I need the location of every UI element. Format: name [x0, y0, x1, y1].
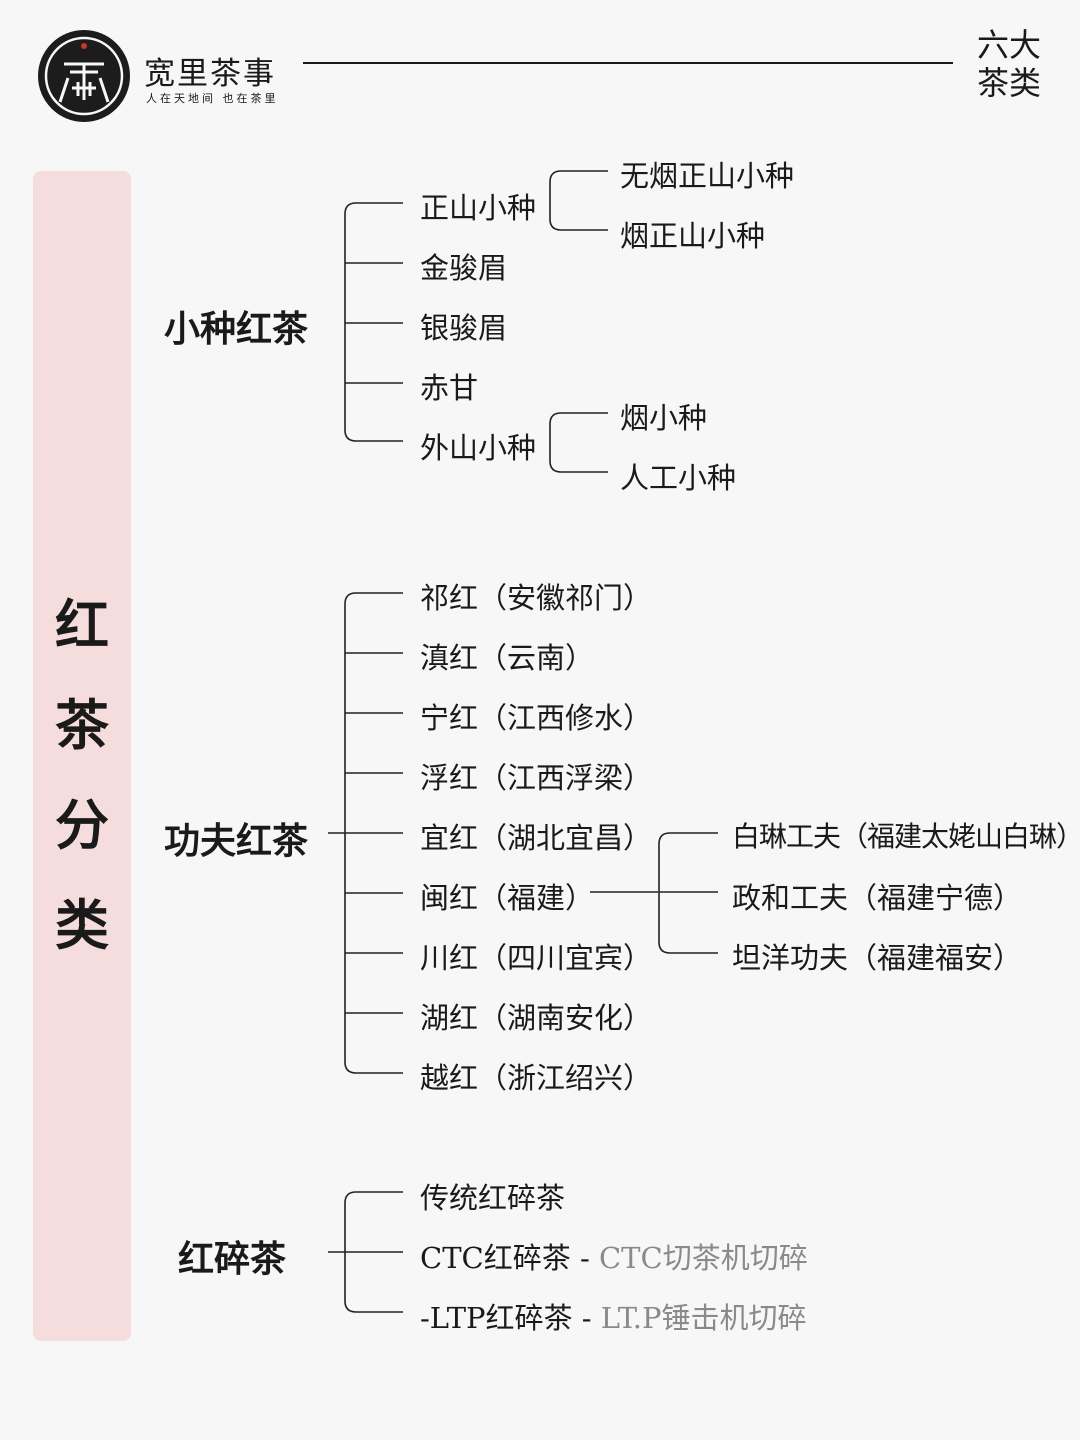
tree-subitem: 白琳工夫（福建太姥山白琳）: [732, 820, 1080, 853]
tree-item: 越红（浙江绍兴）: [420, 1061, 653, 1095]
tree-item-note: LT.P锤击机切碎: [600, 1301, 807, 1335]
tree-item: 正山小种: [420, 191, 537, 225]
tree-item: 宜红（湖北宜昌）: [420, 821, 653, 855]
tree-item: 闽红（福建）: [420, 881, 595, 915]
tree-item-note: CTC切茶机切碎: [598, 1241, 808, 1275]
tree-item: 宁红（江西修水）: [420, 701, 653, 735]
tree-subitem: 坦洋功夫（福建福安）: [732, 941, 1023, 975]
header-divider: [303, 62, 953, 64]
category-title: 小种红茶: [164, 308, 309, 350]
side-band: [33, 171, 131, 1341]
category-title: 红碎茶: [178, 1238, 287, 1280]
tree-item: CTC红碎茶 - CTC切茶机切碎: [420, 1235, 808, 1277]
logo-mark-icon: [44, 36, 124, 116]
tree-item: 银骏眉: [420, 311, 508, 345]
side-title: 红 茶 分 类: [55, 593, 109, 957]
tree-item: 金骏眉: [420, 251, 508, 285]
tree-item-label: -LTP红碎茶 -: [420, 1301, 601, 1335]
tree-item: 湖红（湖南安化）: [420, 1001, 653, 1035]
tree-item: 赤甘: [420, 371, 479, 405]
brand-logo: [38, 30, 130, 122]
tree-item-label: CTC红碎茶 -: [420, 1241, 599, 1275]
tree-subitem: 无烟正山小种: [620, 159, 795, 193]
tree-subitem: 人工小种: [620, 461, 737, 495]
tree-subitem: 政和工夫（福建宁德）: [732, 881, 1023, 915]
tree-item: 滇红（云南）: [420, 641, 595, 675]
tree-item: 外山小种: [420, 431, 537, 465]
tree-item: 祁红（安徽祁门）: [420, 581, 653, 615]
tree-subitem: 烟小种: [620, 401, 708, 435]
tree-item: 浮红（江西浮梁）: [420, 761, 653, 795]
tree-item: -LTP红碎茶 - LT.P锤击机切碎: [420, 1295, 807, 1337]
brand-name: 宽里茶事: [144, 56, 276, 92]
brand-slogan: 人在天地间 也在茶里: [146, 92, 279, 105]
tree-item: 传统红碎茶: [420, 1181, 566, 1215]
series-tag: 六大 茶类: [976, 26, 1041, 102]
tree-item: 川红（四川宜宾）: [420, 941, 653, 975]
category-title: 功夫红茶: [164, 820, 309, 862]
tree-subitem: 烟正山小种: [620, 219, 766, 253]
